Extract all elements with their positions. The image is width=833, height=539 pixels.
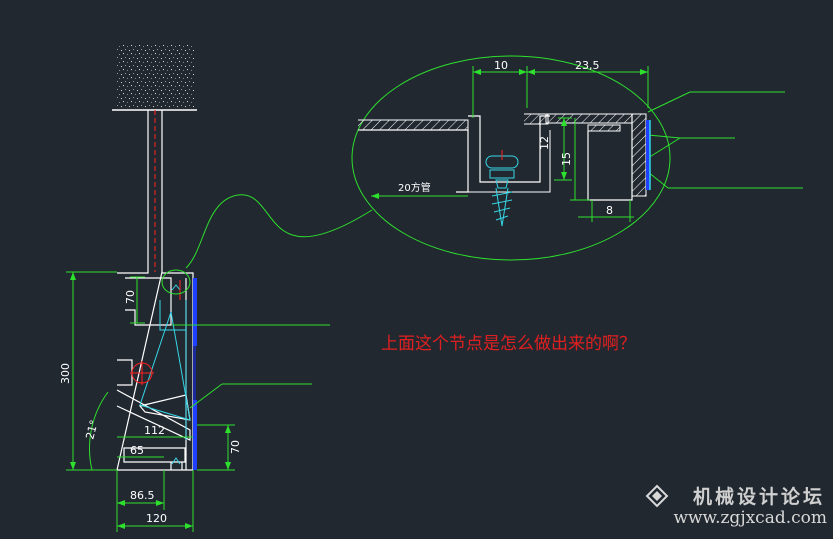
dim-70-bottom: 70 [229, 440, 242, 454]
main-dimension-labels: 300 70 70 112 65 86.5 120 21° [59, 290, 242, 525]
blue-panel [193, 278, 197, 470]
dim-10: 10 [494, 59, 508, 72]
ceiling-concrete [112, 45, 197, 111]
dim-65: 65 [130, 444, 144, 457]
watermark-site-name: 机械设计论坛 [692, 486, 825, 508]
red-screw-markers [130, 280, 181, 385]
detail-dimensions [371, 66, 649, 222]
hanging-rod [147, 110, 163, 272]
dim-23-5: 23,5 [575, 59, 600, 72]
detail-dimension-labels: 10 23,5 12 15 8 20方管 [398, 59, 613, 217]
watermark-url[interactable]: www.zgjxcad.com [673, 508, 827, 528]
dim-70-top: 70 [124, 290, 137, 304]
dim-12: 12 [538, 136, 551, 150]
dim-20-square-tube: 20方管 [398, 181, 431, 194]
detail-screw [485, 150, 519, 227]
dim-300: 300 [59, 363, 72, 384]
dim-86-5: 86.5 [130, 489, 155, 502]
dim-8: 8 [606, 204, 613, 217]
dim-112: 112 [144, 424, 165, 437]
detail-profile [358, 113, 651, 201]
dim-120: 120 [146, 512, 167, 525]
dimension-arrows [70, 272, 231, 529]
forum-logo-icon [645, 484, 669, 508]
dim-angle: 21° [83, 419, 101, 441]
main-profile-cyan-details [139, 284, 191, 465]
question-text: 上面这个节点是怎么做出来的啊？ [381, 334, 636, 354]
detail-arrows [371, 69, 648, 199]
dim-15: 15 [560, 152, 573, 166]
